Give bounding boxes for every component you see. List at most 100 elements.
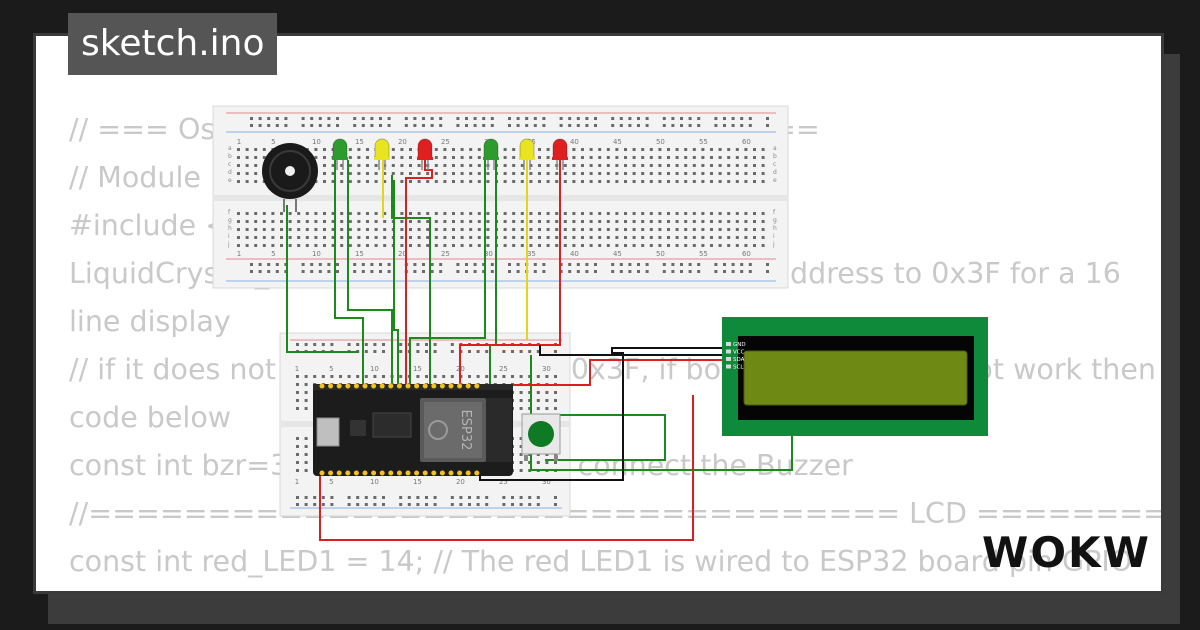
esp32-pin [431,383,437,389]
esp32-pin [431,470,437,476]
led [417,138,433,170]
mini-breadboard-column-number: 20 [456,478,465,486]
breadboard-column-number: 55 [699,250,708,258]
esp32-pin [422,470,428,476]
breadboard-row-letter: j [772,241,775,248]
esp32-pin [448,470,454,476]
led [374,138,390,170]
led [332,138,348,170]
push-button[interactable] [521,413,561,461]
esp32-pin [414,383,420,389]
esp32-pin [371,470,377,476]
breadboard-row-letter: h [228,225,232,232]
esp32-pin [319,470,325,476]
esp32-pin [405,470,411,476]
breadboard-column-number: 40 [570,138,579,146]
esp32-pin [353,383,359,389]
buzzer [262,143,318,212]
mini-breadboard-column-number: 5 [329,478,333,486]
breadboard-row-letter: i [228,233,230,240]
breadboard-column-number: 25 [441,250,450,258]
mini-breadboard-column-number: 10 [370,478,379,486]
mini-breadboard-column-number: 10 [370,365,379,373]
lcd-pin-label: SDA [733,357,745,363]
esp32-pin [336,470,342,476]
breadboard-column-number: 55 [699,138,708,146]
esp32-pin [465,470,471,476]
esp32-pin [362,470,368,476]
esp32-pin [345,470,351,476]
breadboard-column-number: 5 [271,250,275,258]
breadboard-row-letter: e [228,177,232,184]
breadboard-row-letter: j [227,241,230,248]
breadboard-column-number: 45 [613,138,622,146]
breadboard-column-number: 20 [398,138,407,146]
led [519,138,535,170]
esp32-pin [379,383,385,389]
code-line: const int red_LED1 = 14; // The red LED1… [69,545,1133,578]
breadboard-column-number: 60 [742,250,751,258]
esp32-pin [396,470,402,476]
breadboard-row-letter: c [228,161,231,168]
esp32-pin [353,470,359,476]
breadboard-column-number: 35 [527,250,536,258]
breadboard-column-number: 60 [742,138,751,146]
esp32-board: ESP32 [313,383,513,476]
mini-breadboard-column-number: 5 [329,365,333,373]
mini-breadboard-column-number: 30 [542,478,551,486]
mini-breadboard-column-number: 15 [413,365,422,373]
breadboard-column-number: 20 [398,250,407,258]
breadboard-column-number: 40 [570,250,579,258]
breadboard-row-letter: g [228,217,232,224]
breadboard-row-letter: i [773,233,775,240]
esp32-pin [474,470,480,476]
esp32-pin [457,383,463,389]
esp32-pin [439,383,445,389]
esp32-pin [474,383,480,389]
mini-breadboard-column-number: 1 [295,478,299,486]
breadboard-column-number: 1 [237,138,241,146]
esp32-pin [328,470,334,476]
esp32-pin [336,383,342,389]
esp32-pin [457,470,463,476]
esp32-pin [422,383,428,389]
mini-breadboard-column-number: 25 [499,365,508,373]
lcd-pin-label: VCC [733,350,745,356]
esp32-pin [439,470,445,476]
esp32-pin [388,383,394,389]
breadboard-row-letter: a [228,145,232,152]
wokwi-logo: WOKWi [982,528,1153,577]
mini-breadboard-column-number: 30 [542,365,551,373]
led-group [332,138,568,170]
breadboard-row-letter: c [773,161,776,168]
breadboard-row-letter: a [773,145,777,152]
mini-breadboard-column-number: 1 [295,365,299,373]
breadboard-row-letter: d [228,169,232,176]
wokwi-logo-text: WOKWi [982,528,1153,577]
led [552,138,568,170]
project-filename-tag: sketch.ino [68,13,278,75]
mini-breadboard-column-number: 15 [413,478,422,486]
esp32-pin [379,470,385,476]
esp32-pin [388,470,394,476]
led [483,138,499,170]
breadboard-row-letter: b [773,153,777,160]
esp32-pin [414,470,420,476]
esp32-pin [328,383,334,389]
breadboard-column-number: 15 [355,138,364,146]
breadboard-column-number: 25 [441,138,450,146]
esp32-pin [371,383,377,389]
esp32-pin [345,383,351,389]
breadboard-row-letter: g [773,217,777,224]
esp32-pin [396,383,402,389]
mini-breadboard-column-number: 25 [499,478,508,486]
breadboard-row-letter: f [228,209,231,216]
breadboard-column-number: 15 [355,250,364,258]
breadboard-row-letter: f [773,209,776,216]
code-line: code below [69,401,232,434]
esp32-chip-label: ESP32 [458,410,473,451]
breadboard-row-letter: b [228,153,232,160]
